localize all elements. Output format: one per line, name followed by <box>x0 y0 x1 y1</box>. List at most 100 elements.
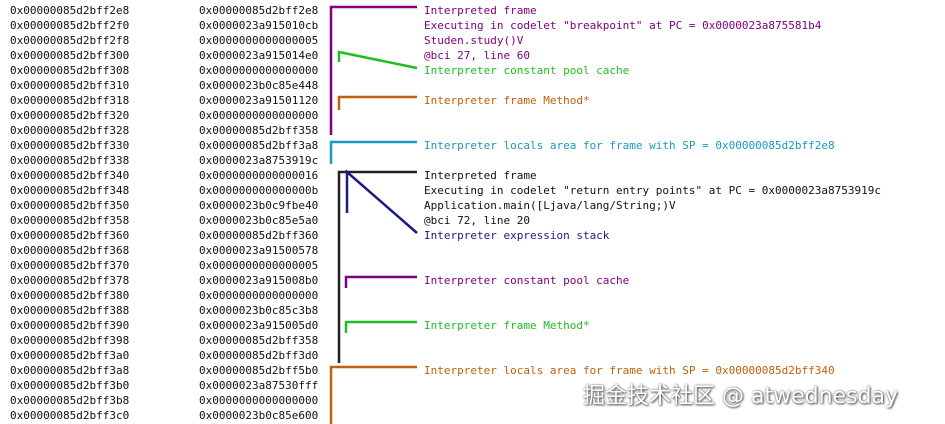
value-cell: 0x00000085d2bff2e8 <box>199 4 319 17</box>
memory-row: 0x00000085d2bff348 0x000000000000000b <box>0 183 330 198</box>
address-cell: 0x00000085d2bff368 <box>10 244 130 257</box>
address-cell: 0x00000085d2bff3b0 <box>10 379 130 392</box>
frame-annotation: Interpreted frame <box>424 4 537 17</box>
address-cell: 0x00000085d2bff370 <box>10 259 130 272</box>
memory-row: 0x00000085d2bff310 0x0000023b0c85e448 <box>0 78 330 93</box>
address-cell: 0x00000085d2bff350 <box>10 199 130 212</box>
memory-row: 0x00000085d2bff3a8 0x00000085d2bff5b0 <box>0 363 330 378</box>
address-cell: 0x00000085d2bff3a0 <box>10 349 130 362</box>
address-cell: 0x00000085d2bff340 <box>10 169 130 182</box>
frame-annotation: Interpreter constant pool cache <box>424 64 630 77</box>
value-cell: 0x0000023a8753919c <box>199 154 319 167</box>
value-cell: 0x0000000000000000 <box>199 64 319 77</box>
address-cell: 0x00000085d2bff310 <box>10 79 130 92</box>
frame-annotation: Executing in codelet "return entry point… <box>424 184 881 197</box>
value-cell: 0x0000023a87530fff <box>199 379 319 392</box>
frame-annotation: Executing in codelet "breakpoint" at PC … <box>424 19 822 32</box>
address-cell: 0x00000085d2bff2f0 <box>10 19 130 32</box>
orange-locals-bracket <box>329 365 417 424</box>
blue-locals-bracket <box>329 140 417 164</box>
value-cell: 0x0000023a91501120 <box>199 94 319 107</box>
value-cell: 0x0000023b0c85c3b8 <box>199 304 319 317</box>
memory-row: 0x00000085d2bff380 0x0000000000000000 <box>0 288 330 303</box>
value-cell: 0x000000000000000b <box>199 184 319 197</box>
memory-row: 0x00000085d2bff3b0 0x0000023a87530fff <box>0 378 330 393</box>
frame-annotation: Interpreter frame Method* <box>424 319 590 332</box>
memory-row: 0x00000085d2bff318 0x0000023a91501120 <box>0 93 330 108</box>
memory-row: 0x00000085d2bff358 0x0000023b0c85e5a0 <box>0 213 330 228</box>
address-cell: 0x00000085d2bff2e8 <box>10 4 130 17</box>
memory-row: 0x00000085d2bff2f8 0x0000000000000005 <box>0 33 330 48</box>
address-cell: 0x00000085d2bff358 <box>10 214 130 227</box>
address-cell: 0x00000085d2bff348 <box>10 184 130 197</box>
watermark-text: 掘金技术社区 @ atwednesday <box>583 384 898 409</box>
value-cell: 0x00000085d2bff3d0 <box>199 349 319 362</box>
address-cell: 0x00000085d2bff308 <box>10 64 130 77</box>
frame-annotation: Application.main([Ljava/lang/String;)V <box>424 199 676 212</box>
value-cell: 0x0000023a915014e0 <box>199 49 319 62</box>
black-frame-bracket <box>337 170 417 363</box>
value-cell: 0x0000023b0c9fbe40 <box>199 199 319 212</box>
purple-frame-bracket <box>329 5 417 135</box>
frame-annotation: Interpreter frame Method* <box>424 94 590 107</box>
address-cell: 0x00000085d2bff330 <box>10 139 130 152</box>
value-cell: 0x0000023a91500578 <box>199 244 319 257</box>
address-cell: 0x00000085d2bff388 <box>10 304 130 317</box>
address-cell: 0x00000085d2bff3a8 <box>10 364 130 377</box>
memory-row: 0x00000085d2bff2e8 0x00000085d2bff2e8 <box>0 3 330 18</box>
green-method-pointer <box>344 320 417 333</box>
memory-row: 0x00000085d2bff368 0x0000023a91500578 <box>0 243 330 258</box>
value-cell: 0x00000085d2bff358 <box>199 334 319 347</box>
memory-row: 0x00000085d2bff350 0x0000023b0c9fbe40 <box>0 198 330 213</box>
memory-row: 0x00000085d2bff388 0x0000023b0c85c3b8 <box>0 303 330 318</box>
memory-row: 0x00000085d2bff3b8 0x0000000000000000 <box>0 393 330 408</box>
address-cell: 0x00000085d2bff300 <box>10 49 130 62</box>
memory-row: 0x00000085d2bff390 0x0000023a915005d0 <box>0 318 330 333</box>
memory-row: 0x00000085d2bff300 0x0000023a915014e0 <box>0 48 330 63</box>
navy-expression-stack-pointer <box>345 169 418 234</box>
orange-method-pointer <box>337 95 417 110</box>
value-cell: 0x00000085d2bff5b0 <box>199 364 319 377</box>
value-cell: 0x0000000000000000 <box>199 109 319 122</box>
frame-annotation: Interpreter locals area for frame with S… <box>424 139 835 152</box>
address-cell: 0x00000085d2bff3c0 <box>10 409 130 422</box>
value-cell: 0x00000085d2bff358 <box>199 124 319 137</box>
value-cell: 0x0000000000000000 <box>199 289 319 302</box>
address-cell: 0x00000085d2bff380 <box>10 289 130 302</box>
frame-annotation: Studen.study()V <box>424 34 524 47</box>
address-cell: 0x00000085d2bff390 <box>10 319 130 332</box>
value-cell: 0x0000000000000000 <box>199 394 319 407</box>
purple-cpool-pointer <box>344 275 417 288</box>
value-cell: 0x00000085d2bff360 <box>199 229 319 242</box>
value-cell: 0x0000000000000005 <box>199 34 319 47</box>
address-cell: 0x00000085d2bff3b8 <box>10 394 130 407</box>
frame-annotation: @bci 27, line 60 <box>424 49 530 62</box>
memory-row: 0x00000085d2bff3a0 0x00000085d2bff3d0 <box>0 348 330 363</box>
memory-row: 0x00000085d2bff360 0x00000085d2bff360 <box>0 228 330 243</box>
memory-row: 0x00000085d2bff320 0x0000000000000000 <box>0 108 330 123</box>
memory-row: 0x00000085d2bff338 0x0000023a8753919c <box>0 153 330 168</box>
address-cell: 0x00000085d2bff2f8 <box>10 34 130 47</box>
value-cell: 0x0000023b0c85e5a0 <box>199 214 319 227</box>
value-cell: 0x0000023a915005d0 <box>199 319 319 332</box>
memory-row: 0x00000085d2bff340 0x0000000000000016 <box>0 168 330 183</box>
address-cell: 0x00000085d2bff338 <box>10 154 130 167</box>
frame-annotation: Interpreter expression stack <box>424 229 610 242</box>
value-cell: 0x0000000000000016 <box>199 169 319 182</box>
green-cpool-pointer <box>337 50 418 70</box>
address-cell: 0x00000085d2bff320 <box>10 109 130 122</box>
value-cell: 0x0000023a915008b0 <box>199 274 319 287</box>
frame-annotation: Interpreted frame <box>424 169 537 182</box>
value-cell: 0x0000023b0c85e448 <box>199 79 319 92</box>
value-cell: 0x00000085d2bff3a8 <box>199 139 319 152</box>
address-cell: 0x00000085d2bff360 <box>10 229 130 242</box>
frame-annotation: @bci 72, line 20 <box>424 214 530 227</box>
address-cell: 0x00000085d2bff318 <box>10 94 130 107</box>
